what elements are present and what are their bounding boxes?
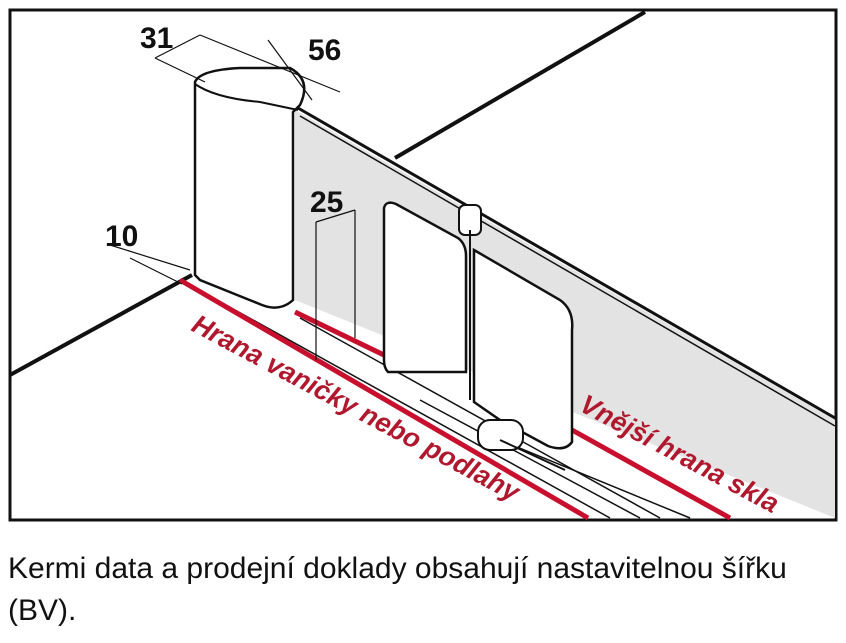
dim-10-line-a: [109, 244, 191, 271]
roller: [477, 419, 524, 451]
dim-56-line-b: [267, 39, 313, 101]
glass-panel-top-edge: [297, 106, 836, 420]
dim-25-line-c: [315, 209, 356, 223]
wall-corner-line: [9, 273, 193, 377]
glass-panel-top-edge-inner: [299, 115, 836, 427]
dim-10-label: 10: [105, 220, 138, 253]
dim-56-line-a: [199, 34, 341, 93]
dim-31-line-b: [154, 57, 206, 83]
wall-profile: [193, 66, 306, 309]
wall-top-line: [393, 10, 647, 160]
installation-diagram: 31 56 25 10 Hrana vaničky nebo podlahy V…: [8, 8, 838, 522]
hinge-plate-left: [382, 201, 468, 374]
floor-line-2: [299, 317, 661, 519]
glass-edge-line-left: [293, 309, 388, 359]
dim-25-label: 25: [310, 186, 343, 219]
floor-line-4: [499, 439, 691, 519]
caption-text: Kermi data a prodejní doklady obsahují n…: [8, 552, 787, 627]
roller-rail: [499, 439, 566, 471]
dim-10-line-b: [129, 257, 183, 285]
floor-line-3: [419, 399, 641, 519]
tray-edge-line: [178, 277, 590, 521]
hinge-plate-right: [472, 247, 574, 450]
glass-edge-line-right: [570, 427, 732, 521]
dim-31-label: 31: [140, 22, 173, 55]
wall-profile-top: [194, 83, 299, 111]
dim-31-line-a: [154, 34, 201, 59]
dim-56-label: 56: [308, 34, 341, 67]
